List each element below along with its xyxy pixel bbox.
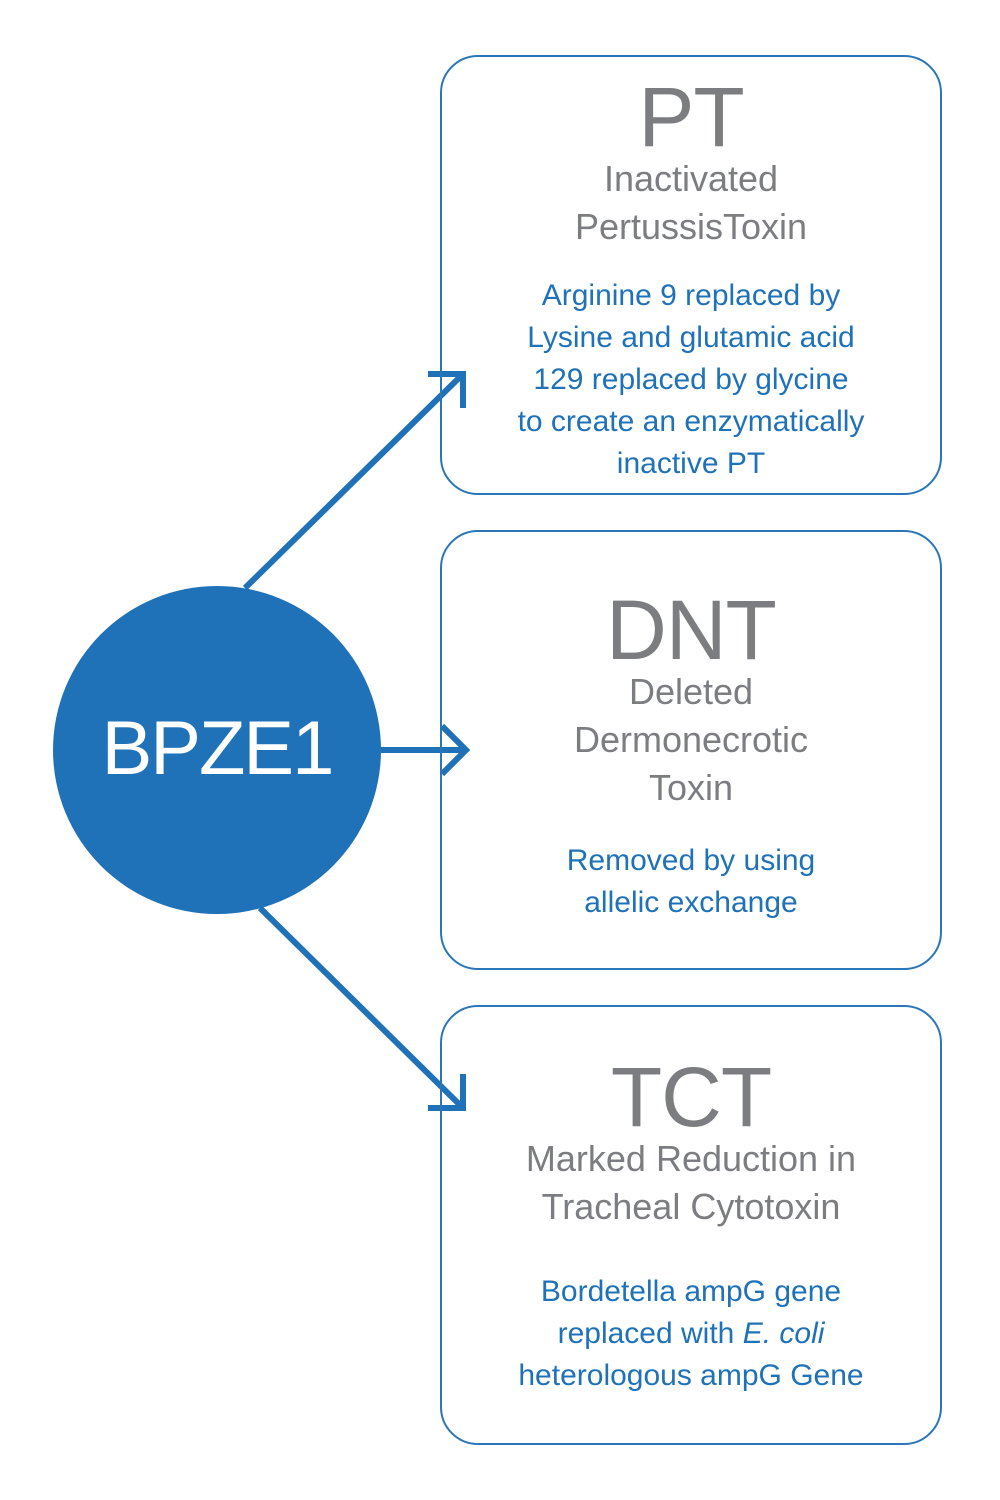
tct-full-name: Marked Reduction in Tracheal Cytotoxin bbox=[525, 1138, 857, 1227]
dnt-box: DNT Deleted Dermonecrotic Toxin Removed … bbox=[440, 530, 942, 970]
dnt-description: Removed by using allelic exchange bbox=[566, 844, 816, 919]
arrow-to-dnt bbox=[381, 723, 471, 777]
bpze1-hub-circle: BPZE1 bbox=[53, 586, 381, 914]
tct-description: Bordetella ampG gene replaced with E. co… bbox=[442, 1271, 940, 1397]
tct-description-part2: heterologous ampG Gene bbox=[518, 1359, 864, 1392]
dnt-abbreviation: DNT bbox=[606, 583, 777, 677]
arrow-to-tct bbox=[257, 905, 466, 1111]
pt-box: PT Inactivated PertussisToxin Arginine 9… bbox=[440, 55, 942, 495]
dnt-full-name: Deleted Dermonecrotic Toxin bbox=[573, 671, 809, 808]
tct-description-part1: Bordetella ampG gene replaced with bbox=[540, 1275, 842, 1350]
arrow-to-pt bbox=[242, 371, 466, 591]
hub-label: BPZE1 bbox=[101, 705, 335, 791]
tct-abbreviation: TCT bbox=[610, 1050, 772, 1144]
pt-abbreviation: PT bbox=[638, 70, 744, 164]
tct-box: TCT Marked Reduction in Tracheal Cytotox… bbox=[440, 1005, 942, 1445]
pt-description: Arginine 9 replaced by Lysine and glutam… bbox=[517, 279, 865, 480]
pt-full-name: Inactivated PertussisToxin bbox=[574, 158, 808, 247]
tct-description-organism: E. coli bbox=[742, 1317, 825, 1350]
